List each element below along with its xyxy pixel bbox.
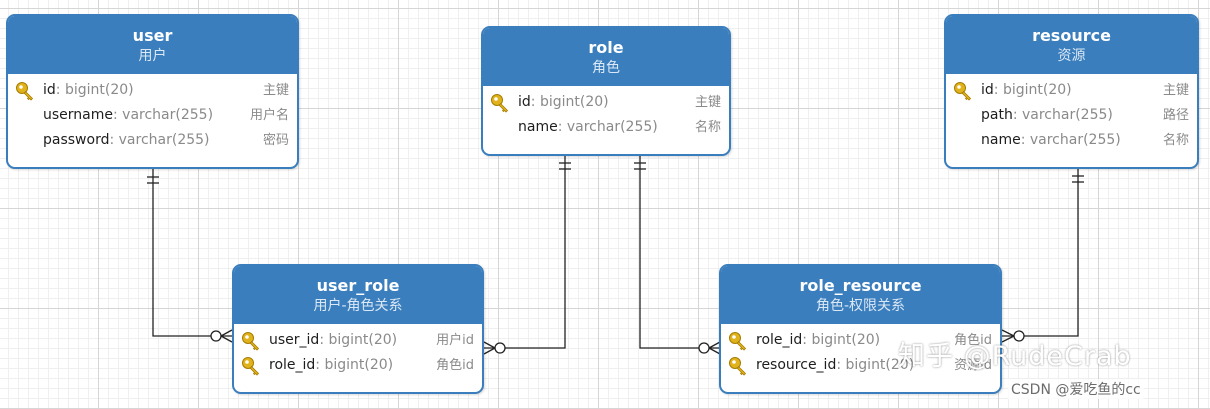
field-name: name	[981, 132, 1021, 148]
entity-role[interactable]: role 角色 id: bigint(20) 主键 name: varchar(…	[481, 26, 731, 156]
field-row[interactable]: role_id: bigint(20) 角色id	[234, 353, 482, 378]
field-name: username	[43, 107, 113, 123]
entity-name: role_resource	[799, 275, 922, 295]
entity-header: resource 资源	[946, 16, 1197, 74]
field-row[interactable]: password: varchar(255) 密码	[8, 128, 297, 153]
field-list: id: bigint(20) 主键 path: varchar(255) 路径 …	[946, 74, 1197, 157]
watermark: 知乎 @RudeCrab	[898, 341, 1132, 372]
entity-name: user_role	[316, 275, 400, 295]
field-row[interactable]: id: bigint(20) 主键	[8, 78, 297, 103]
field-type: : varchar(255)	[557, 119, 658, 135]
field-type: : bigint(20)	[319, 332, 398, 348]
field-type: : bigint(20)	[836, 357, 915, 373]
key-icon	[491, 94, 509, 113]
field-name: id	[43, 82, 56, 98]
field-comment: 用户名	[249, 108, 289, 123]
field-list: id: bigint(20) 主键 name: varchar(255) 名称	[483, 86, 729, 144]
field-comment: 名称	[694, 120, 721, 135]
field-row[interactable]: resource_id: bigint(20) 资源id	[721, 353, 1000, 378]
relation-resource-role-resource	[1001, 168, 1084, 343]
relation-user-user-role	[147, 168, 233, 343]
field-comment: 主键	[1162, 83, 1189, 98]
entity-header: user_role 用户-角色关系	[234, 266, 482, 324]
field-name: user_id	[269, 332, 320, 348]
field-row[interactable]: path: varchar(255) 路径	[946, 103, 1197, 128]
entity-alias: 角色	[592, 59, 620, 76]
entity-header: role 角色	[483, 28, 729, 86]
entity-alias: 用户	[138, 47, 167, 64]
entity-user-role[interactable]: user_role 用户-角色关系 user_id: bigint(20) 用户…	[232, 264, 484, 394]
field-type: : varchar(255)	[1012, 107, 1113, 123]
key-icon	[954, 82, 972, 101]
key-icon	[16, 82, 34, 101]
field-name: resource_id	[756, 357, 837, 373]
field-comment: 名称	[1162, 133, 1189, 148]
field-row[interactable]: user_id: bigint(20) 用户id	[234, 328, 482, 353]
field-type: : bigint(20)	[802, 332, 881, 348]
field-type: : bigint(20)	[993, 82, 1072, 98]
field-list: user_id: bigint(20) 用户id role_id: bigint…	[234, 324, 482, 382]
field-type: : varchar(255)	[113, 107, 214, 123]
field-name: role_id	[269, 357, 316, 373]
entity-alias: 用户-角色关系	[313, 297, 403, 314]
field-list: id: bigint(20) 主键 username: varchar(255)…	[8, 74, 297, 157]
field-type: : bigint(20)	[55, 82, 134, 98]
field-row[interactable]: id: bigint(20) 主键	[483, 90, 729, 115]
field-type: : varchar(255)	[109, 132, 210, 148]
key-icon	[242, 332, 260, 351]
key-icon	[729, 357, 747, 376]
field-list: role_id: bigint(20) 角色id resource_id: bi…	[721, 324, 1000, 382]
field-name: id	[518, 94, 531, 110]
field-name: path	[981, 107, 1013, 123]
entity-alias: 资源	[1057, 47, 1086, 64]
entity-header: role_resource 角色-权限关系	[721, 266, 1000, 324]
entity-alias: 角色-权限关系	[815, 297, 906, 314]
field-row[interactable]: name: varchar(255) 名称	[946, 128, 1197, 153]
entity-name: resource	[1032, 25, 1111, 45]
entity-role-resource[interactable]: role_resource 角色-权限关系 role_id: bigint(20…	[719, 264, 1002, 394]
field-comment: 主键	[262, 83, 289, 98]
field-row[interactable]: id: bigint(20) 主键	[946, 78, 1197, 103]
field-name: role_id	[756, 332, 803, 348]
credit-text: CSDN @爱吃鱼的cc	[1008, 379, 1144, 399]
field-name: name	[518, 119, 558, 135]
field-comment: 角色id	[954, 333, 992, 348]
field-name: id	[981, 82, 994, 98]
entity-name: role	[588, 37, 624, 57]
entity-header: user 用户	[8, 16, 297, 74]
relation-role-role-resource	[634, 155, 721, 355]
entity-name: user	[132, 25, 173, 45]
field-type: : varchar(255)	[1020, 132, 1121, 148]
entity-resource[interactable]: resource 资源 id: bigint(20) 主键 path: varc…	[944, 14, 1199, 169]
field-comment: 角色id	[436, 358, 474, 373]
entity-user[interactable]: user 用户 id: bigint(20) 主键 username: varc…	[6, 14, 299, 169]
field-comment: 资源id	[954, 358, 992, 373]
field-type: : bigint(20)	[315, 357, 394, 373]
field-comment: 主键	[694, 95, 721, 110]
relation-role-user-role	[483, 155, 571, 355]
field-comment: 用户id	[436, 333, 474, 348]
key-icon	[242, 357, 260, 376]
field-name: password	[43, 132, 110, 148]
field-row[interactable]: username: varchar(255) 用户名	[8, 103, 297, 128]
field-type: : bigint(20)	[530, 94, 609, 110]
field-row[interactable]: role_id: bigint(20) 角色id	[721, 328, 1000, 353]
key-icon	[729, 332, 747, 351]
field-comment: 路径	[1162, 108, 1189, 123]
field-row[interactable]: name: varchar(255) 名称	[483, 115, 729, 140]
field-comment: 密码	[262, 133, 289, 148]
